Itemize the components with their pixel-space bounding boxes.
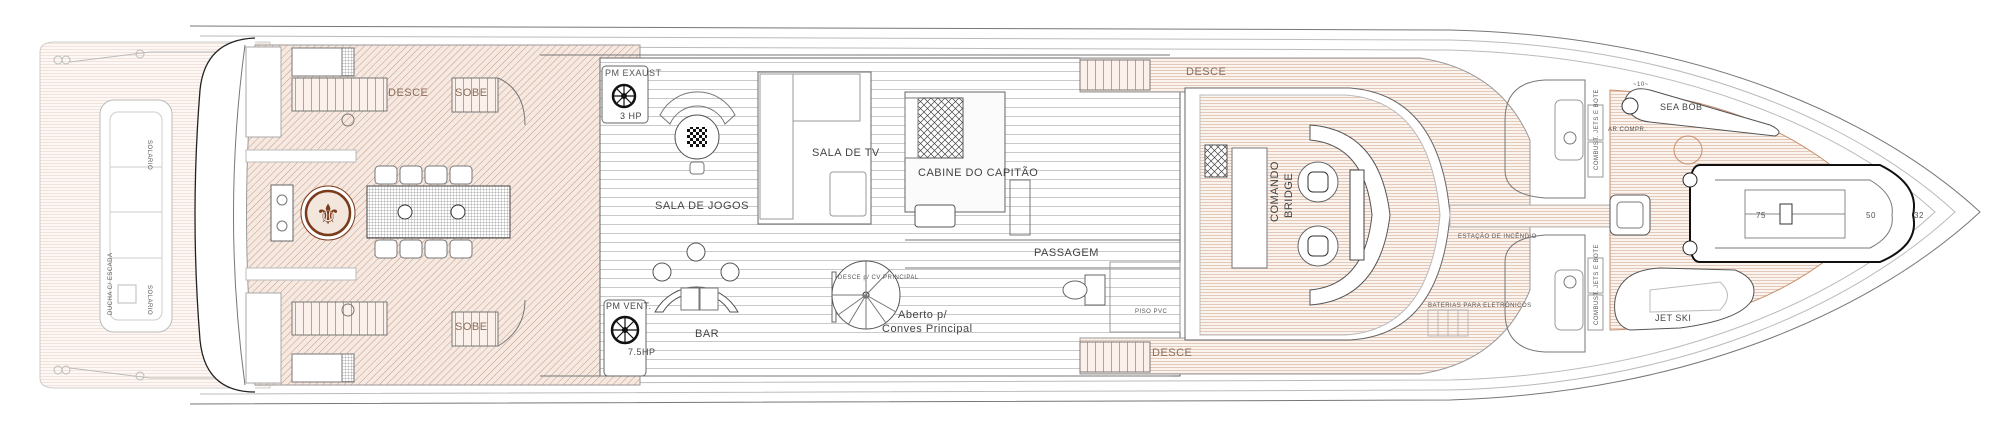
pm-vent-hp-label: 7.5HP bbox=[628, 347, 656, 357]
spiral-staircase[interactable] bbox=[831, 260, 901, 330]
estacao-incendio-label: ESTAÇÃO DE INCÊNDIO bbox=[1458, 232, 1537, 240]
sala-tv-label: SALA DE TV bbox=[812, 147, 880, 159]
exhaust-fan-icon bbox=[611, 83, 637, 109]
hull-outline bbox=[189, 25, 1981, 405]
combust-top-label: COMBUST. JETS E BOTE bbox=[1594, 89, 1600, 170]
jet-ski[interactable] bbox=[1614, 267, 1755, 331]
stairs-desce[interactable] bbox=[291, 77, 388, 112]
pm-exaust-label: PM EXAUST bbox=[605, 68, 662, 78]
aberto-label-line1: Aberto p/ bbox=[898, 309, 948, 321]
tv-room bbox=[757, 71, 872, 225]
sea-bob[interactable] bbox=[1621, 88, 1780, 137]
sea-bob-label: SEA BOB bbox=[1660, 102, 1703, 112]
sala-jogos-label: SALA DE JOGOS bbox=[655, 200, 749, 212]
shower-label: DUCHA C/ ESCADA bbox=[108, 252, 114, 315]
solario-top-label: SOLARIO bbox=[146, 140, 152, 170]
solario-bottom-label: SOLARIO bbox=[146, 285, 152, 315]
bar-label: BAR bbox=[695, 328, 719, 340]
pm-vent-label: PM VENT. bbox=[606, 301, 652, 311]
tender-32-label: 32 bbox=[1914, 211, 1924, 220]
bridge-deck: DESCE DESCE COMANDO BRIDGE ESTAÇÃO DE IN… bbox=[1079, 57, 1537, 375]
captain-cabin: CABINE DO CAPITÃO PASSAGEM PISO PVC bbox=[904, 91, 1181, 333]
svg-text:⚜: ⚜ bbox=[315, 198, 340, 231]
combust-bottom-label: COMBUST. JETS E BOTE bbox=[1594, 244, 1600, 325]
foredeck: COMBUST. JETS E BOTE COMBUST. JETS E BOT… bbox=[1449, 79, 1651, 353]
vent-fan-icon bbox=[610, 315, 640, 345]
helm-console bbox=[1297, 124, 1391, 306]
game-table bbox=[659, 91, 736, 175]
pm-exaust-hp-label: 3 HP bbox=[620, 111, 642, 121]
cleat-icon bbox=[53, 49, 145, 381]
tender-75-label: 75 bbox=[1756, 211, 1766, 220]
desce-top-label: DESCE bbox=[1186, 66, 1226, 78]
bar-counter bbox=[652, 242, 740, 313]
cabine-capitao-label: CABINE DO CAPITÃO bbox=[918, 166, 1038, 179]
desce-label: DESCE bbox=[388, 87, 428, 99]
tender-50-label: 50 bbox=[1866, 211, 1876, 220]
bow-deck: AR COMPR. ~10~ SEA BOB 75 50 32 JET SKI bbox=[1608, 82, 1924, 331]
baterias-label: BATERIAS PARA ELETRÔNICOS bbox=[1428, 302, 1532, 309]
sobe-bottom-label: SOBE bbox=[455, 321, 488, 333]
comando-label: COMANDO bbox=[1269, 161, 1281, 222]
superstructure-edge bbox=[194, 37, 256, 393]
fleur-de-lis-emblem: ⚜ bbox=[300, 185, 356, 241]
ten-label: ~10~ bbox=[1633, 82, 1649, 88]
desce-cv-label: DESCE p/ CV PRINCIPAL bbox=[838, 275, 919, 281]
passagem-label: PASSAGEM bbox=[1034, 247, 1099, 259]
battery-rack bbox=[1427, 309, 1469, 337]
dining-table bbox=[366, 165, 511, 259]
sobe-top-label: SOBE bbox=[455, 87, 488, 99]
jet-ski-label: JET SKI bbox=[1655, 313, 1691, 323]
salon-area: PM EXAUST 3 HP SALA DE JOGOS SALA DE TV … bbox=[540, 54, 1181, 377]
dining-deck: DESCE ⚜ SOBE SOBE bbox=[245, 44, 641, 386]
desce-bottom-label: DESCE bbox=[1152, 347, 1192, 359]
piso-pvc-label: PISO PVC bbox=[1135, 309, 1168, 315]
bridge-label: BRIDGE bbox=[1283, 173, 1295, 218]
aberto-label-line2: Conves Principal bbox=[882, 323, 973, 335]
tender-boat[interactable] bbox=[1682, 164, 1915, 263]
ar-compr-label: AR COMPR. bbox=[1608, 127, 1647, 133]
